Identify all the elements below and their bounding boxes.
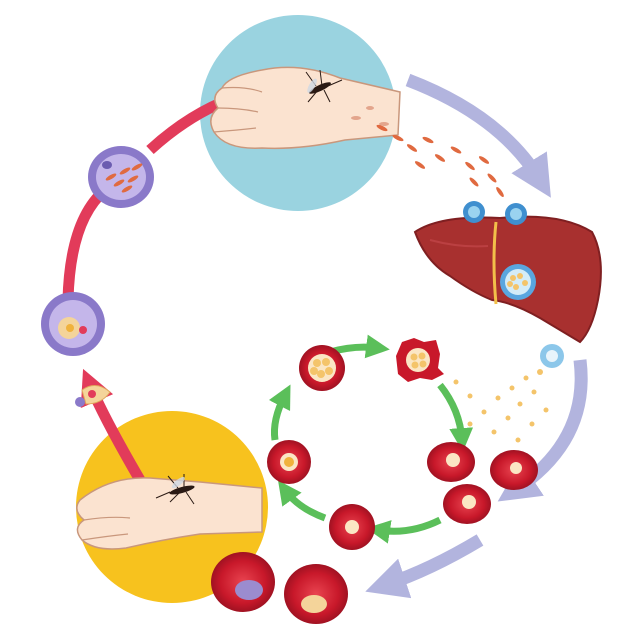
oocyst-icon (88, 146, 154, 208)
mosquito-icon (155, 474, 195, 505)
arm-icon (76, 477, 263, 550)
red-blood-cell-icon (427, 442, 475, 482)
arrow-up-left-arc (62, 185, 109, 301)
ring-stage-icon (267, 440, 311, 484)
arrow-to-gametocytes (365, 534, 484, 599)
green-arrow-3 (366, 516, 442, 544)
arrow-to-liver (405, 73, 551, 198)
merozoite-icon (453, 344, 564, 443)
liver-icon (413, 201, 602, 344)
green-arrow-5 (268, 384, 291, 441)
oocyst-icon (41, 292, 105, 356)
red-blood-cell-icon (299, 345, 345, 391)
red-blood-cell-icon (329, 504, 375, 550)
red-blood-cell-icon (443, 484, 491, 524)
green-arrow-4 (278, 480, 327, 522)
red-blood-cell-icon (396, 338, 444, 382)
sporozoite-icon (376, 124, 504, 198)
schizont-icon (500, 264, 536, 300)
zygote-icon (75, 385, 111, 407)
hand-icon (81, 516, 131, 541)
gametocyte-icon (211, 552, 275, 612)
hand-icon (213, 86, 263, 133)
hepatocyte-icon (463, 201, 527, 225)
gametocyte-icon (284, 564, 348, 624)
green-arrow-2 (437, 382, 474, 452)
arm-icon (210, 66, 401, 150)
mosquito-icon (305, 69, 343, 103)
red-blood-cell-icon (490, 450, 538, 490)
